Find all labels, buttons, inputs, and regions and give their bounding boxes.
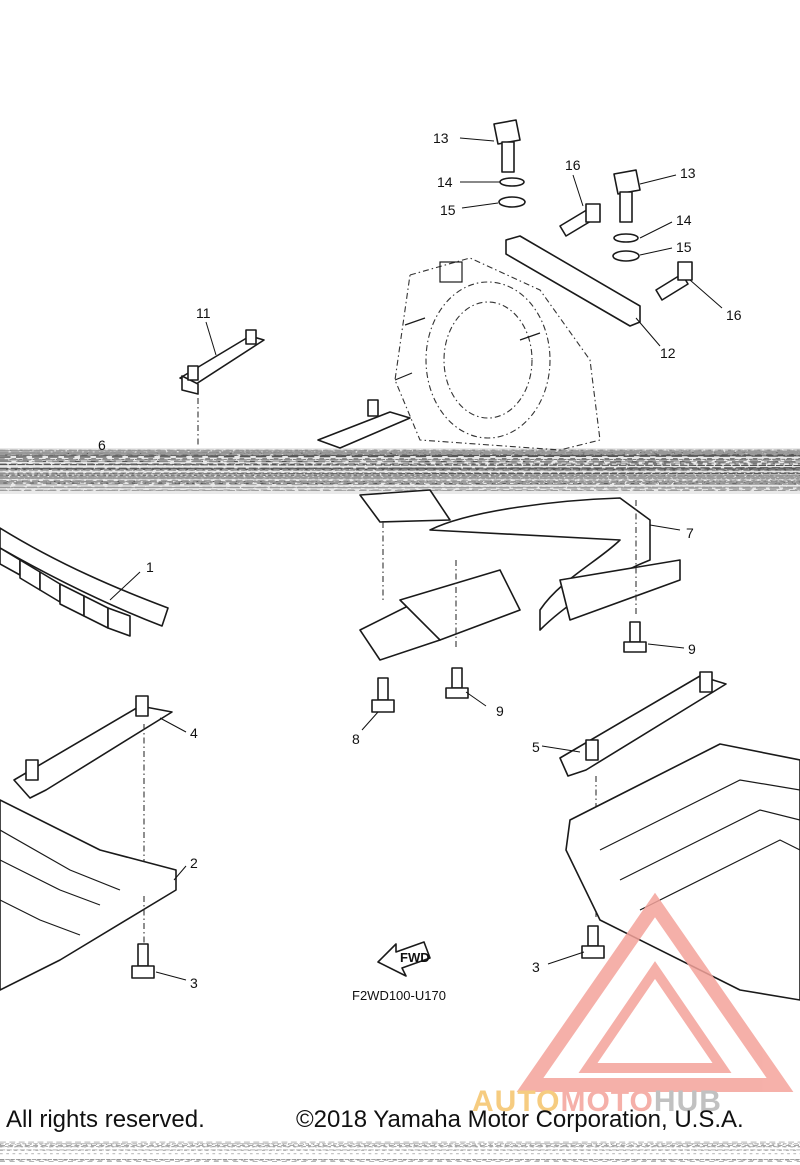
callout-16-right: 16 (726, 307, 742, 323)
leader-lines (109, 137, 723, 981)
watermark-logo: AUTOMOTOHUB (472, 892, 794, 1118)
washer-14-right (613, 233, 639, 243)
callout-1: 1 (146, 559, 154, 575)
callout-9-center: 9 (496, 703, 504, 719)
footer-rights: All rights reserved. (6, 1106, 205, 1133)
callout-4: 4 (190, 725, 198, 741)
callout-15-right: 15 (676, 239, 692, 255)
jet-housing-7 (359, 489, 681, 661)
washer-15-right (612, 250, 640, 262)
bolt-9-center (445, 667, 469, 699)
fwd-label: FWD (400, 950, 430, 965)
bottom-noise-strip (0, 1141, 800, 1162)
bolt-3-left (131, 943, 155, 979)
plate-2 (0, 799, 177, 991)
bolt-13-right (613, 169, 641, 223)
wear-strip-1 (0, 527, 169, 637)
callout-2: 2 (190, 855, 198, 871)
callout-3-right: 3 (532, 959, 540, 975)
rail-4 (13, 695, 173, 880)
engine-housing (394, 257, 601, 451)
bolt-3-right (581, 925, 605, 959)
footer-copyright: ©2018 Yamaha Motor Corporation, U.S.A. (296, 1106, 744, 1133)
mount-11 (179, 329, 265, 446)
callout-9-right: 9 (688, 641, 696, 657)
rail-5 (559, 671, 727, 920)
bolt-16-left (559, 203, 601, 237)
plate-right (565, 743, 800, 1001)
callout-8: 8 (352, 731, 360, 747)
bolt-16-right (655, 261, 693, 301)
callout-6: 6 (98, 437, 106, 453)
callout-16-left: 16 (565, 157, 581, 173)
callout-13-left: 13 (433, 130, 449, 146)
bracket-12 (505, 235, 641, 327)
washer-14-left (499, 177, 525, 187)
scan-noise-band (0, 448, 800, 494)
bolt-13-left (493, 119, 521, 173)
callout-15-left: 15 (440, 202, 456, 218)
bolt-8 (371, 677, 395, 713)
callout-3-left: 3 (190, 975, 198, 991)
washer-15-left (498, 196, 526, 208)
fwd-arrow: FWD (377, 941, 431, 977)
callout-5: 5 (532, 739, 540, 755)
rail-6 (317, 399, 411, 449)
callout-11: 11 (196, 305, 211, 321)
callout-13-right: 13 (680, 165, 696, 181)
callout-14-right: 14 (676, 212, 692, 228)
callout-12: 12 (660, 345, 676, 361)
callout-numbers: 13 14 15 16 13 14 15 16 12 11 6 1 7 9 9 … (98, 130, 742, 991)
callout-14-left: 14 (437, 174, 453, 190)
callout-7: 7 (686, 525, 694, 541)
figure-code: F2WD100-U170 (352, 988, 446, 1003)
bolt-9-right (623, 621, 647, 653)
watermark-text: AUTOMOTOHUB (472, 1085, 722, 1118)
watermark-triangle-icon (516, 892, 794, 1092)
